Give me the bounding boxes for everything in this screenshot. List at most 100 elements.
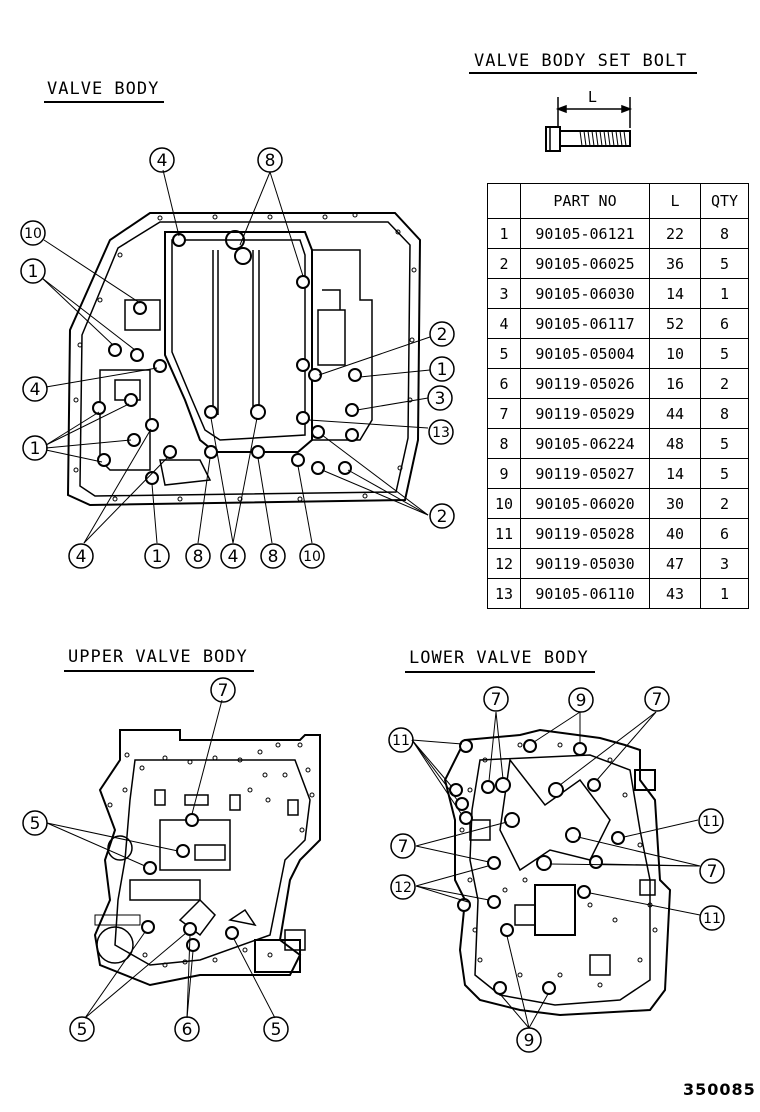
row-number: 11 [487, 518, 521, 549]
svg-text:13: 13 [432, 425, 450, 441]
row-number: 1 [487, 218, 521, 249]
quantity: 2 [700, 368, 749, 399]
svg-text:3: 3 [435, 389, 446, 409]
set-bolt-title-underline [469, 72, 697, 74]
set-bolt-title: VALVE BODY SET BOLT [474, 51, 688, 71]
callout-vb-8a: 8 [257, 147, 283, 173]
svg-text:10: 10 [24, 226, 42, 242]
callout-lo-11a: 11 [388, 727, 414, 753]
callout-up-5c: 5 [263, 1016, 289, 1042]
row-number: 9 [487, 458, 521, 489]
svg-text:8: 8 [265, 151, 276, 171]
row-number: 10 [487, 488, 521, 519]
header-qty: QTY [700, 183, 749, 219]
callout-vb-10a: 10 [20, 220, 46, 246]
upper-valve-body-title: UPPER VALVE BODY [68, 647, 248, 667]
lower-valve-body-title: LOWER VALVE BODY [409, 648, 589, 668]
quantity: 2 [700, 488, 749, 519]
callout-up-7: 7 [210, 677, 236, 703]
quantity: 8 [700, 398, 749, 429]
part-number: 90105-06025 [520, 248, 650, 279]
callout-vb-4d: 4 [220, 543, 246, 569]
row-number: 7 [487, 398, 521, 429]
table-header-row: PART NO L QTY [487, 183, 749, 219]
row-number: 5 [487, 338, 521, 369]
length: 43 [649, 578, 701, 609]
svg-text:1: 1 [30, 439, 41, 459]
header-no [487, 183, 521, 219]
length: 36 [649, 248, 701, 279]
bolt-icon [545, 97, 633, 152]
svg-text:7: 7 [398, 837, 409, 857]
svg-text:11: 11 [392, 733, 410, 749]
callout-vb-3: 3 [427, 385, 453, 411]
callout-lo-7c: 7 [390, 833, 416, 859]
quantity: 5 [700, 248, 749, 279]
svg-text:1: 1 [28, 262, 39, 282]
callout-lo-7a: 7 [483, 686, 509, 712]
row-number: 12 [487, 548, 521, 579]
callout-vb-2a: 2 [429, 321, 455, 347]
callout-vb-1b: 1 [22, 435, 48, 461]
callout-vb-4c: 4 [68, 543, 94, 569]
svg-text:7: 7 [652, 690, 663, 710]
quantity: 5 [700, 338, 749, 369]
row-number: 6 [487, 368, 521, 399]
part-number: 90119-05028 [520, 518, 650, 549]
quantity: 6 [700, 308, 749, 339]
svg-text:7: 7 [218, 681, 229, 701]
length: 30 [649, 488, 701, 519]
svg-text:8: 8 [193, 547, 204, 567]
svg-text:11: 11 [703, 911, 721, 927]
header-part-no: PART NO [520, 183, 650, 219]
length: 40 [649, 518, 701, 549]
valve-body-outline [41, 169, 431, 544]
callout-vb-2b: 2 [429, 503, 455, 529]
length: 52 [649, 308, 701, 339]
figure-code: 350085 [683, 1080, 756, 1099]
upper-valve-body-drawing [46, 699, 321, 1019]
part-number: 90105-05004 [520, 338, 650, 369]
header-length: L [649, 183, 701, 219]
svg-text:11: 11 [702, 814, 720, 830]
lower-valve-body-drawing [411, 711, 701, 1029]
svg-text:2: 2 [437, 325, 448, 345]
callout-vb-8c: 8 [260, 543, 286, 569]
part-number: 90119-05030 [520, 548, 650, 579]
part-number: 90119-05027 [520, 458, 650, 489]
svg-text:2: 2 [437, 507, 448, 527]
svg-text:4: 4 [228, 547, 239, 567]
callout-lo-7d: 7 [699, 858, 725, 884]
callout-lo-9b: 9 [516, 1027, 542, 1053]
callout-vb-1d: 1 [429, 356, 455, 382]
callout-vb-1c: 1 [144, 543, 170, 569]
part-number: 90119-05029 [520, 398, 650, 429]
callout-lo-12: 12 [390, 874, 416, 900]
callout-lo-11c: 11 [699, 905, 725, 931]
length: 48 [649, 428, 701, 459]
callout-vb-4b: 4 [22, 376, 48, 402]
valve-body-title-underline [44, 101, 164, 103]
callouts: 4 8 10 1 4 1 4 1 8 4 8 10 2 1 3 13 2 7 5… [20, 147, 725, 1053]
callout-vb-8b: 8 [185, 543, 211, 569]
callout-vb-10b: 10 [299, 543, 325, 569]
lower-valve-body-title-underline [405, 671, 595, 673]
svg-text:4: 4 [30, 380, 41, 400]
length: 44 [649, 398, 701, 429]
part-number: 90105-06020 [520, 488, 650, 519]
svg-text:7: 7 [707, 862, 718, 882]
quantity: 1 [700, 578, 749, 609]
quantity: 5 [700, 458, 749, 489]
